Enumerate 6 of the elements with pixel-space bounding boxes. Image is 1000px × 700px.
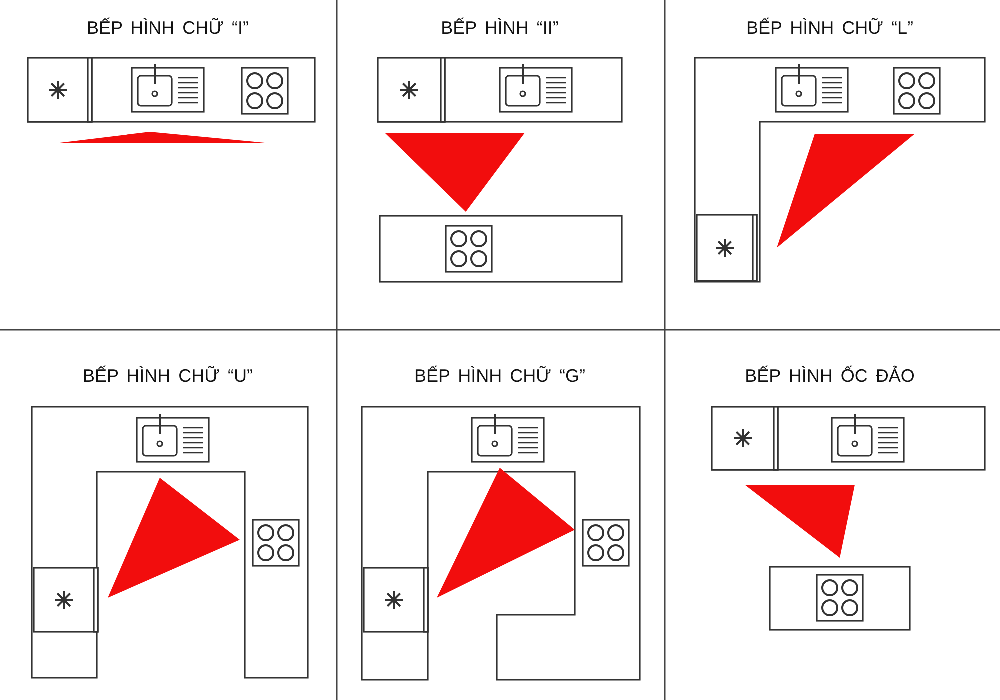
- layout-title: BẾP HÌNH CHỮ “G”: [414, 366, 586, 387]
- layout-title: BẾP HÌNH ỐC ĐẢO: [745, 366, 915, 387]
- layout-title: BẾP HÌNH CHỮ “U”: [82, 366, 254, 387]
- layout-title: BẾP HÌNH “II”: [441, 18, 559, 39]
- layout-title: BẾP HÌNH CHỮ “I”: [86, 18, 250, 39]
- layout-title: BẾP HÌNH CHỮ “L”: [746, 18, 914, 39]
